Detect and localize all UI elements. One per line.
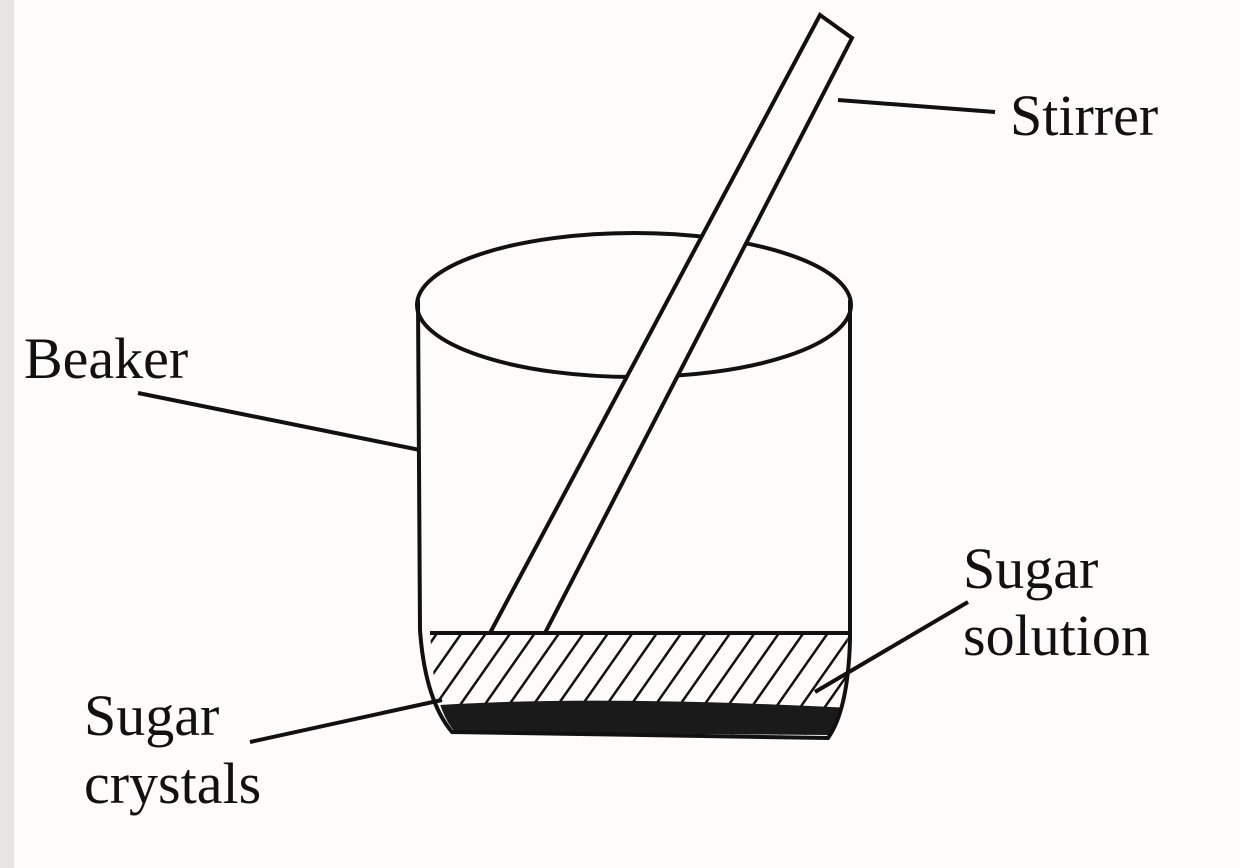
label-beaker: Beaker bbox=[24, 326, 188, 391]
stirrer-leader bbox=[837, 98, 996, 114]
label-sugar-solution-2: solution bbox=[963, 603, 1150, 668]
crystals-leader bbox=[249, 698, 443, 744]
stirrer bbox=[486, 12, 855, 635]
page-edge-shadow bbox=[0, 0, 14, 868]
sugar-solution-hatching bbox=[430, 633, 848, 735]
solution-leader bbox=[813, 600, 970, 694]
beaker-leader bbox=[137, 391, 421, 452]
leader-lines bbox=[137, 98, 996, 744]
label-sugar-crystals-2: crystals bbox=[84, 751, 261, 816]
label-sugar-crystals-1: Sugar bbox=[84, 683, 219, 748]
label-sugar-solution-1: Sugar bbox=[963, 536, 1098, 601]
label-stirrer: Stirrer bbox=[1010, 83, 1158, 148]
